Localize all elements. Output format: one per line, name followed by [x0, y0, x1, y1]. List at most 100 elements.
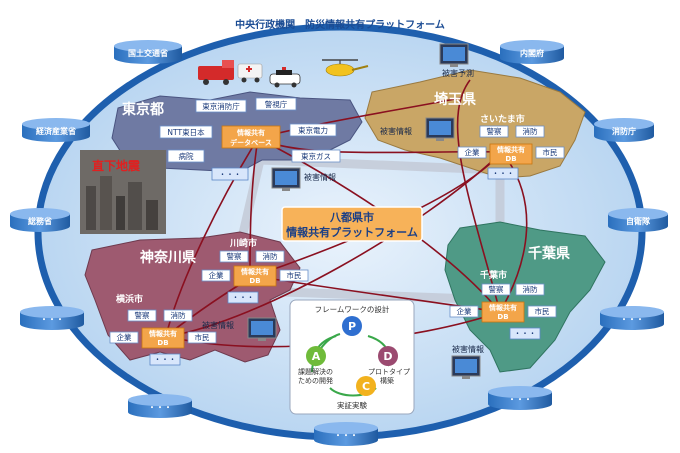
yokohama-police-node: 警察 — [127, 309, 157, 322]
ministry-more-right-label: ・・・ — [620, 315, 644, 324]
ministry-more-bottom-right: ・・・ — [488, 386, 552, 410]
framework-box: フレームワークの設計 P D C A 課題解決の ための開発 プロトタイプ 構築… — [289, 299, 415, 415]
tokyo-fire-node: 東京消防庁 — [195, 99, 247, 113]
saitama-police-label: 警察 — [487, 126, 502, 136]
saitama-fire-label: 消防 — [523, 126, 538, 136]
yokohama-citizen-label: 市民 — [195, 332, 210, 342]
regional-platform-line1: 八都県市 — [329, 210, 374, 224]
pdca-c-letter: C — [362, 380, 370, 393]
ministry-fdma: 消防庁 — [594, 118, 654, 142]
tokyo-db-node: 情報共有 データベース — [221, 125, 281, 149]
tokyo-more-label: ・・・ — [219, 170, 242, 179]
tokyo-gas-node: 東京ガス — [291, 149, 341, 163]
damage-forecast-label: 被害予測 — [442, 68, 474, 78]
pdca-c-text: 実証実験 — [337, 400, 367, 410]
chiba-police-node: 警察 — [481, 283, 511, 296]
monitor-icon-chiba — [451, 355, 481, 379]
tokyo-db-line2: データベース — [230, 138, 272, 147]
monitor-icon-kanagawa — [247, 317, 277, 341]
pdca-d: D — [378, 346, 398, 366]
saitama-fire-node: 消防 — [515, 125, 545, 138]
saitama-citizen-label: 市民 — [543, 147, 558, 157]
kawasaki-citizen-node: 市民 — [279, 269, 309, 282]
monitor-icon-tokyo — [271, 167, 301, 191]
monitor-icon-forecast — [439, 43, 469, 67]
ministry-meti-label: 経済産業省 — [36, 126, 76, 136]
tokyo-power-label: 東京電力 — [298, 125, 328, 135]
tokyo-police-label: 警視庁 — [265, 99, 288, 109]
ministry-meti: 経済産業省 — [22, 118, 90, 142]
saitama-company-label: 企業 — [465, 147, 480, 157]
monitor-icon-saitama — [425, 117, 455, 141]
tokyo-ntt-node: NTT東日本 — [159, 125, 213, 139]
police-car-icon — [269, 67, 301, 88]
earthquake-label: 直下地震 — [92, 158, 141, 173]
saitama-more-label: ・・・ — [492, 169, 515, 178]
tokyo-power-node: 東京電力 — [289, 123, 337, 137]
saitama-citizen-node: 市民 — [535, 146, 565, 159]
tokyo-police-node: 警視庁 — [255, 97, 297, 111]
ministry-more-left-label: ・・・ — [40, 315, 64, 324]
kawasaki-fire-node: 消防 — [255, 250, 285, 263]
kawasaki-company-label: 企業 — [209, 270, 224, 280]
yokohama-police-label: 警察 — [135, 310, 150, 320]
chiba-citizen-node: 市民 — [527, 305, 557, 318]
fire-truck-icon — [198, 60, 234, 85]
yokohama-company-node: 企業 — [109, 331, 139, 344]
kawasaki-police-node: 警察 — [219, 250, 249, 263]
yokohama-more-node: ・・・ — [149, 353, 181, 366]
pdca-d-text-2: 構築 — [380, 376, 394, 385]
ministry-sdf-label: 自衛隊 — [626, 216, 651, 226]
pdca-a-text-2: ための開発 — [298, 376, 333, 385]
yokohama-fire-label: 消防 — [171, 310, 186, 320]
kawasaki-fire-label: 消防 — [263, 251, 278, 261]
pdca-d-text-1: プロトタイプ — [368, 367, 410, 376]
yokohama-company-label: 企業 — [117, 332, 132, 342]
saitama-police-node: 警察 — [479, 125, 509, 138]
pdca-a-letter: A — [312, 350, 321, 363]
ministry-more-bottom-left-label: ・・・ — [148, 403, 172, 412]
pdca-a: A — [306, 346, 326, 366]
ministry-mlit-label: 国土交通省 — [128, 48, 168, 58]
kawasaki-name: 川崎市 — [229, 237, 257, 249]
ministry-cabinet-label: 内閣府 — [520, 48, 544, 58]
yokohama-db-line1: 情報共有 — [149, 329, 177, 338]
ministry-mic: 総務省 — [10, 208, 70, 232]
chiba-db-line1: 情報共有 — [489, 303, 517, 312]
kanagawa-region — [84, 231, 301, 363]
chiba-company-label: 企業 — [457, 306, 472, 316]
saitama-name: 埼玉県 — [434, 91, 476, 108]
helicopter-icon — [322, 59, 369, 77]
pdca-p-letter: P — [348, 320, 356, 333]
damage-info-chiba: 被害情報 — [452, 344, 484, 354]
ministry-more-left: ・・・ — [20, 306, 84, 330]
tokyo-gas-label: 東京ガス — [301, 151, 331, 161]
ministry-mic-label: 総務省 — [28, 216, 52, 226]
framework-title: フレームワークの設計 — [315, 304, 390, 314]
yokohama-name: 横浜市 — [116, 293, 143, 305]
chiba-company-node: 企業 — [449, 305, 479, 318]
tokyo-ntt-label: NTT東日本 — [167, 127, 205, 137]
chiba-police-label: 警察 — [489, 284, 504, 294]
ambulance-icon — [237, 63, 263, 83]
kawasaki-company-node: 企業 — [201, 269, 231, 282]
ministry-more-bottom: ・・・ — [314, 422, 378, 446]
kawasaki-more-node: ・・・ — [227, 291, 259, 304]
tokyo-hospital-label: 病院 — [179, 151, 194, 161]
chiba-city-name: 千葉市 — [480, 269, 507, 281]
damage-info-saitama: 被害情報 — [380, 126, 412, 136]
ministry-mlit: 国土交通省 — [114, 40, 182, 64]
kawasaki-db-node: 情報共有 DB — [233, 265, 277, 287]
chiba-fire-label: 消防 — [523, 284, 538, 294]
kawasaki-more-label: ・・・ — [232, 293, 255, 302]
saitama-db-line1: 情報共有 — [497, 145, 525, 154]
ministry-more-right: ・・・ — [600, 306, 664, 330]
yokohama-fire-node: 消防 — [163, 309, 193, 322]
yokohama-more-label: ・・・ — [154, 355, 177, 364]
damage-info-tokyo: 被害情報 — [304, 172, 336, 182]
pdca-a-text-1: 課題解決の — [298, 367, 333, 376]
platform-title: 中央行政機関 防災情報共有プラットフォーム — [235, 18, 445, 31]
ministry-sdf: 自衛隊 — [608, 208, 668, 232]
yokohama-db-node: 情報共有 DB — [141, 327, 185, 349]
